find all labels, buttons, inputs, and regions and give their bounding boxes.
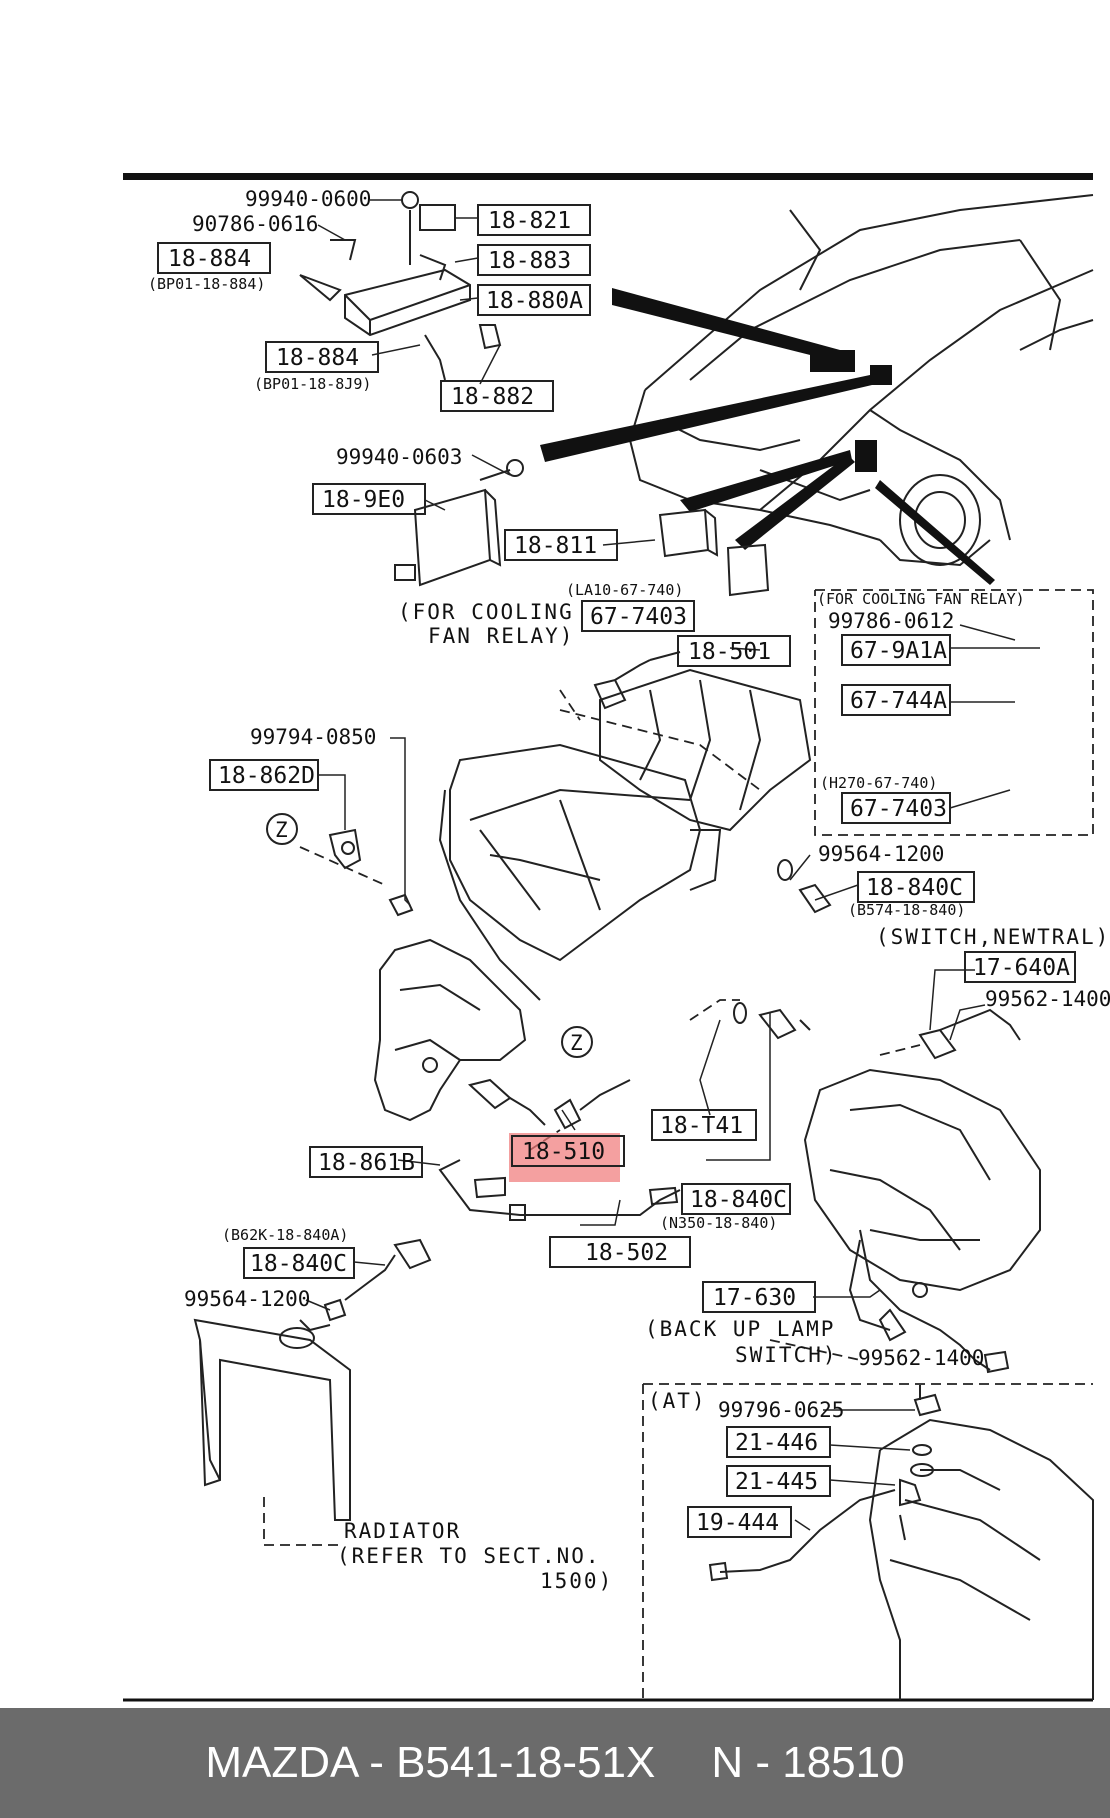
callout-99564-1200-b: 99564-1200 [184, 1287, 310, 1311]
z-bracket-drawing [328, 828, 414, 917]
callout-18-884-a: 18-884 [168, 246, 251, 272]
callout-18-862d: 18-862D [218, 763, 315, 789]
highlight-18-510 [509, 1133, 620, 1182]
callout-18-882: 18-882 [451, 384, 534, 410]
note-radiator: RADIATOR [344, 1519, 461, 1543]
callout-99940-0603: 99940-0603 [336, 445, 462, 469]
callout-18-880a: 18-880A [486, 288, 583, 314]
callout-67-7403-a: 67-7403 [590, 604, 687, 630]
callout-67-7403-b: 67-7403 [850, 796, 947, 822]
callout-bp01-18-884: (BP01-18-884) [148, 275, 265, 293]
leader-lines [305, 624, 1040, 1531]
callout-99794-0850: 99794-0850 [250, 725, 376, 749]
callout-n350-18-840: (N350-18-840) [660, 1214, 777, 1232]
z-marker-2: Z [570, 1031, 583, 1055]
radiator-drawing [193, 1238, 432, 1521]
callout-19-444: 19-444 [696, 1510, 779, 1536]
callout-18-510: 18-510 [522, 1139, 605, 1165]
callout-18-821: 18-821 [488, 208, 571, 234]
note-for-cooling-fan-relay: (FOR COOLING FAN RELAY) [817, 590, 1025, 608]
dashed-boxes [263, 589, 1094, 1700]
callout-18-861b: 18-861B [318, 1150, 415, 1176]
callout-67-9a1a: 67-9A1A [850, 638, 947, 664]
note-switch-newtral: (SWITCH,NEWTRAL) [876, 925, 1110, 949]
footer-part-number: MAZDA - B541-18-51X [205, 1738, 656, 1787]
callout-b62k-18-840a: (B62K-18-840A) [222, 1226, 348, 1244]
note-fan-relay: FAN RELAY) [428, 624, 574, 648]
at-transmission-drawing [708, 1385, 1094, 1700]
relay-18-811-drawing [658, 508, 770, 597]
callout-la10-67-740: (LA10-67-740) [566, 581, 683, 599]
callout-99796-0625: 99796-0625 [718, 1398, 844, 1422]
callout-99562-1400-a: 99562-1400 [985, 987, 1110, 1011]
callout-18-811: 18-811 [514, 533, 597, 559]
callout-18-840c-a: 18-840C [866, 875, 963, 901]
parts-diagram: Z Z 99940-0600 90786-0616 18-884 (BP01-1… [123, 173, 1110, 1702]
top-border [123, 173, 1093, 180]
callout-18-884-b: 18-884 [276, 345, 359, 371]
note-for-cooling: (FOR COOLING [398, 600, 574, 624]
footer-ref-number: N - 18510 [711, 1738, 905, 1787]
callout-67-744a: 67-744A [850, 688, 947, 714]
control-unit-drawing [299, 191, 502, 381]
callout-90786-0616: 90786-0616 [192, 212, 318, 236]
sensors-center-drawing [438, 859, 832, 1221]
callout-h270-67-740: (H270-67-740) [820, 774, 937, 792]
location-pointers [540, 288, 995, 585]
note-refer-to-sect: (REFER TO SECT.NO. [337, 1544, 601, 1568]
callout-b574-18-840: (B574-18-840) [848, 901, 965, 919]
caption-bar: MAZDA - B541-18-51X N - 18510 [0, 1708, 1110, 1818]
callout-18-883: 18-883 [488, 248, 571, 274]
engine-drawing [373, 668, 812, 1122]
boxed-callouts [157, 204, 1076, 1538]
note-at: (AT) [648, 1389, 707, 1413]
callout-18-502: 18-502 [585, 1240, 668, 1266]
note-back-up-lamp: (BACK UP LAMP [645, 1317, 835, 1341]
sensor-18-501-drawing [593, 651, 681, 710]
z-marker-circle-1 [266, 813, 298, 845]
callout-21-445: 21-445 [735, 1469, 818, 1495]
callout-17-630: 17-630 [713, 1285, 796, 1311]
z-marker-circle-2 [561, 1026, 593, 1058]
module-18-9E0-drawing [394, 459, 524, 587]
callout-18-t41: 18-T41 [660, 1113, 743, 1139]
z-marker-1: Z [275, 818, 288, 842]
note-switch: SWITCH) [735, 1343, 838, 1367]
callout-99940-0600: 99940-0600 [245, 187, 371, 211]
callout-18-501: 18-501 [688, 639, 771, 665]
callout-99564-1200-a: 99564-1200 [818, 842, 944, 866]
note-sect-number: 1500) [540, 1569, 613, 1593]
transmission-drawing [803, 1008, 1041, 1374]
callout-18-840c-b: 18-840C [690, 1187, 787, 1213]
callout-99786-0612: 99786-0612 [828, 609, 954, 633]
callout-18-9e0: 18-9E0 [322, 487, 405, 513]
callout-18-840c-c: 18-840C [250, 1251, 347, 1277]
callout-17-640a: 17-640A [973, 955, 1070, 981]
callout-bp01-18-8j9: (BP01-18-8J9) [254, 375, 371, 393]
callout-21-446: 21-446 [735, 1430, 818, 1456]
callout-99562-1400-b: 99562-1400 [858, 1346, 984, 1370]
